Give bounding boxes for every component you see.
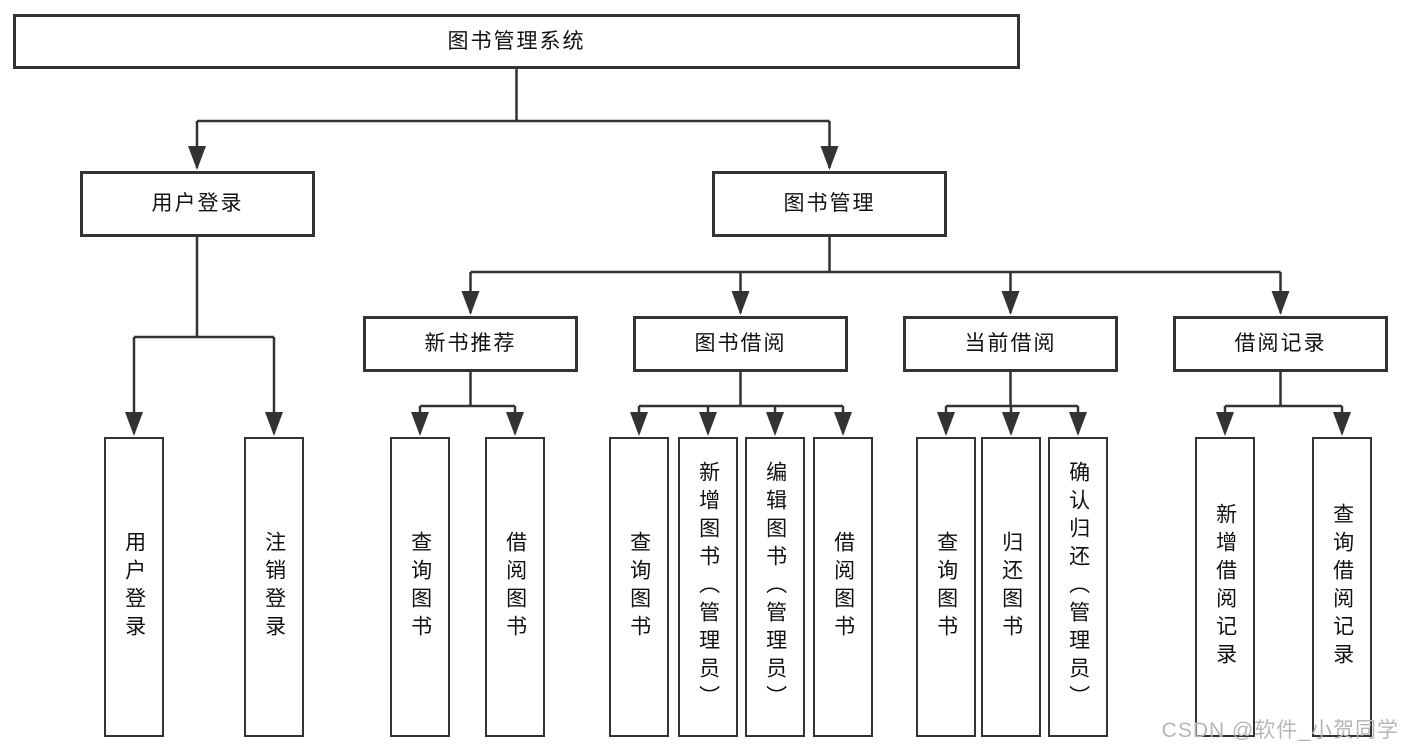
leaf-borrow-books-recommend: 借阅图书 <box>485 437 545 737</box>
leaf-confirm-return-admin: 确认归还（管理员） <box>1048 437 1108 737</box>
csdn-watermark: CSDN @软件_小贺同学 <box>1161 719 1399 742</box>
leaf-user-login: 用户登录 <box>104 437 164 737</box>
leaf-edit-book-admin: 编辑图书（管理员） <box>745 437 805 737</box>
node-borrow-records: 借阅记录 <box>1173 316 1388 372</box>
node-user-login: 用户登录 <box>80 171 315 237</box>
leaf-query-books-borrow: 查询图书 <box>609 437 669 737</box>
leaf-borrow-books: 借阅图书 <box>813 437 873 737</box>
leaf-add-book-admin: 新增图书（管理员） <box>678 437 738 737</box>
node-current-borrow: 当前借阅 <box>903 316 1118 372</box>
node-book-management: 图书管理 <box>712 171 947 237</box>
node-new-book-recommend: 新书推荐 <box>363 316 578 372</box>
leaf-return-book: 归还图书 <box>981 437 1041 737</box>
tree-edges <box>132 68 1344 433</box>
leaf-query-books-current: 查询图书 <box>916 437 976 737</box>
node-root: 图书管理系统 <box>13 14 1020 69</box>
leaf-query-books-recommend: 查询图书 <box>390 437 450 737</box>
leaf-query-borrow-record: 查询借阅记录 <box>1312 437 1372 737</box>
leaf-add-borrow-record: 新增借阅记录 <box>1195 437 1255 737</box>
node-book-borrow: 图书借阅 <box>633 316 848 372</box>
leaf-logout: 注销登录 <box>244 437 304 737</box>
